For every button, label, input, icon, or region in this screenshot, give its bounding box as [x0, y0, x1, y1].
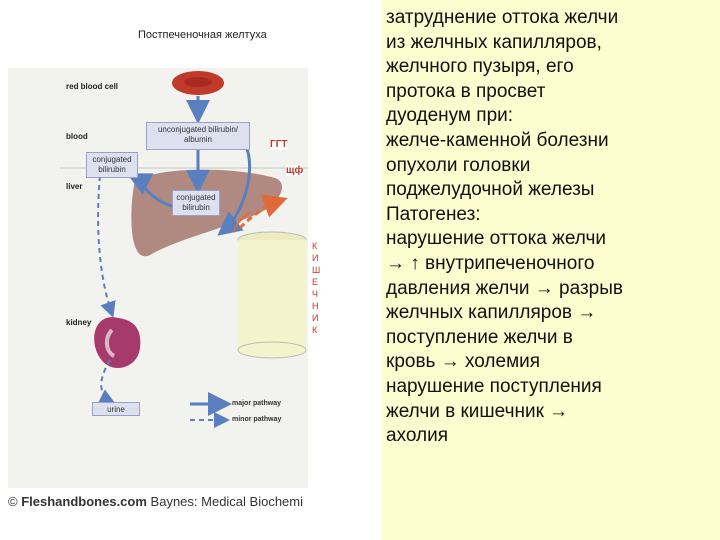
- text-line: → ↑ внутрипеченочного: [386, 252, 595, 274]
- legend-major-label: major pathway: [232, 400, 282, 407]
- diagram-figure: Постпеченочная желтуха red blood cell bl…: [0, 0, 382, 540]
- intestine-letter: Е: [312, 277, 319, 287]
- intestine-letter: Н: [312, 301, 319, 311]
- text-line: протока в просвет: [386, 80, 546, 102]
- credit-source: Baynes: Medical Biochemi: [150, 494, 304, 509]
- intestine-letter: Ч: [312, 289, 318, 299]
- credit-line: © Fleshandbones.com Baynes: Medical Bioc…: [8, 494, 303, 509]
- arrow-blood-to-kidney: [97, 175, 116, 318]
- label-liver: liver: [66, 182, 83, 191]
- text-line: ахолия: [386, 425, 448, 447]
- box-conjugated-bilirubin-liver: conjugated bilirubin: [172, 190, 220, 216]
- text-line: желче-каменной болезни: [386, 129, 609, 151]
- text-line: поступление желчи в: [386, 326, 573, 348]
- intestine-letter: И: [312, 253, 319, 263]
- text-line: желчных капилляров →: [386, 302, 597, 324]
- intestine-letter: И: [312, 313, 319, 323]
- text-line: опухоли головки: [386, 154, 531, 176]
- intestine-letter: К: [312, 325, 318, 335]
- box-unconjugated-bilirubin: unconjugated bilirubin/ albumin: [146, 122, 250, 150]
- intestine-body: [238, 240, 306, 350]
- text-line: нарушение поступления: [386, 375, 602, 397]
- text-line: желчи в кишечник →: [386, 400, 569, 422]
- label-kidney: kidney: [66, 318, 92, 327]
- credit-site: Fleshandbones.com: [21, 494, 147, 509]
- arrow-ggt-bile: [233, 211, 251, 233]
- text-line: кровь → холемия: [386, 351, 541, 373]
- kidney-shape: [94, 317, 141, 369]
- enzyme-alp: щф: [286, 165, 304, 176]
- text-line: желчного пузыря, его: [386, 56, 574, 78]
- intestine-bottom: [237, 341, 307, 359]
- legend-minor-label: minor pathway: [232, 416, 282, 423]
- label-red-blood-cell: red blood cell: [66, 82, 119, 91]
- enzyme-ggt: ГГТ: [270, 139, 288, 150]
- intestine-label: К И Ш Е Ч Н И К: [309, 240, 343, 362]
- text-line: дуоденум при:: [386, 105, 514, 127]
- credit-background: [8, 488, 382, 518]
- kidney-pelvis: [105, 328, 116, 358]
- arrow-kidney-to-urine: [97, 359, 116, 404]
- intestine-letter: К: [312, 241, 318, 251]
- intestine-letter: Ш: [312, 265, 321, 275]
- arrow-alp: [238, 194, 288, 230]
- label-blood: blood: [66, 132, 88, 141]
- text-line: поджелудочной железы: [386, 179, 595, 201]
- text-line: Патогенез:: [386, 203, 481, 225]
- copyright-icon: ©: [8, 494, 18, 509]
- text-line: затруднение оттока желчи: [386, 7, 619, 28]
- text-panel: затруднение оттока желчи из желчных капи…: [386, 6, 716, 449]
- red-blood-cell-center: [184, 77, 212, 87]
- box-conjugated-bilirubin-blood: conjugated bilirubin: [86, 152, 138, 178]
- text-line: давления желчи → разрыв: [386, 277, 623, 299]
- text-line: из желчных капилляров,: [386, 31, 602, 53]
- text-line: нарушение оттока желчи: [386, 228, 606, 250]
- figure-title: Постпеченочная желтуха: [136, 29, 314, 61]
- box-urine: urine: [92, 402, 140, 416]
